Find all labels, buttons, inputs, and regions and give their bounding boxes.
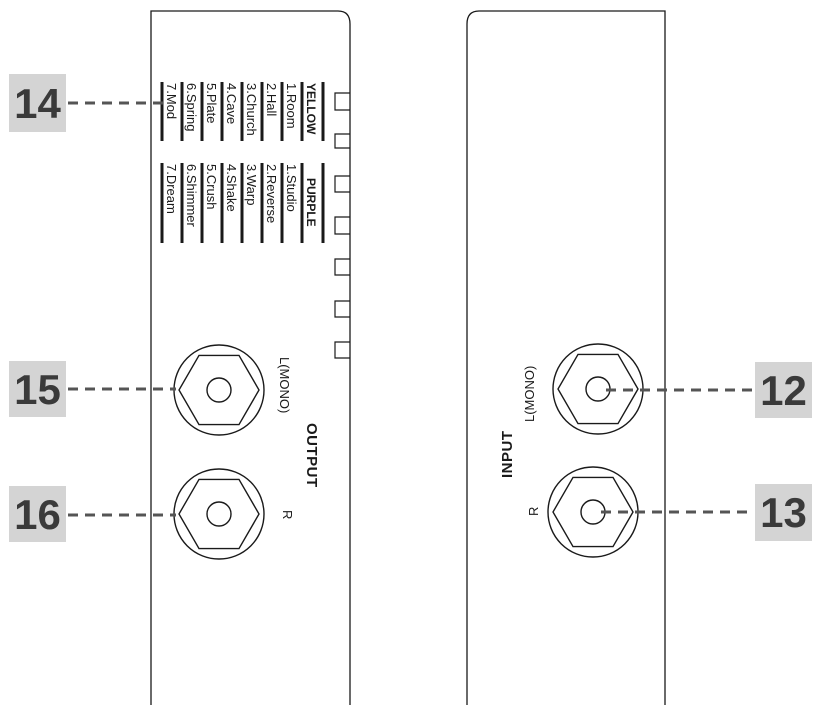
switch-tab-6 [334,300,350,318]
callout-lines [68,101,754,517]
mode-switch-tabs [334,92,350,359]
callout-16: 16 [9,486,66,542]
output-left-jack [173,344,265,436]
purple-rules [160,163,325,243]
purple-mode-7: 7.Dream [164,164,179,214]
callout-16-number: 16 [14,491,61,538]
yellow-mode-1: 1.Room [284,83,299,129]
purple-mode-1: 1.Studio [284,164,299,212]
input-title: INPUT [499,431,516,479]
callout-15-number: 15 [14,366,61,413]
callout-15: 15 [9,361,66,417]
switch-tab-3 [334,175,350,193]
purple-mode-2: 2.Reverse [264,164,279,223]
callout-13: 13 [755,484,812,541]
input-right-label: R [526,507,541,516]
switch-tab-5 [334,258,350,276]
yellow-mode-2: 2.Hall [264,83,279,116]
switch-tab-2 [334,133,350,149]
output-panel-outline [150,10,351,705]
output-left-label: L(MONO) [277,357,292,413]
yellow-mode-7: 7.Mod [164,83,179,119]
switch-tab-7 [334,341,350,359]
yellow-mode-4: 4.Cave [224,83,239,124]
output-panel: YELLOW 1.Room 2.Hall 3.Church 4.Cave 5.P… [150,10,351,705]
switch-tab-4 [334,216,350,235]
callout-14-number: 14 [14,80,61,127]
yellow-mode-6: 6.Spring [184,83,199,131]
callout-14: 14 [9,74,66,132]
callout-13-number: 13 [760,489,807,536]
output-right-label: R [280,510,295,519]
input-left-label: L(MONO) [522,366,537,422]
output-right-jack [173,468,265,560]
purple-mode-list: PURPLE 1.Studio 2.Reverse 3.Warp 4.Shake… [160,163,325,243]
purple-heading: PURPLE [304,178,318,227]
yellow-mode-list: YELLOW 1.Room 2.Hall 3.Church 4.Cave 5.P… [160,82,325,141]
input-panel-outline [466,10,666,705]
yellow-mode-5: 5.Plate [204,83,219,123]
purple-mode-6: 6.Shimmer [184,164,199,228]
input-panel: L(MONO) R INPUT [466,10,666,705]
callout-12-number: 12 [760,367,807,414]
yellow-rules [160,82,325,141]
purple-mode-4: 4.Shake [224,164,239,212]
switch-tab-1 [334,92,350,111]
purple-mode-3: 3.Warp [244,164,259,205]
purple-mode-5: 5.Crush [204,164,219,210]
callout-12: 12 [755,362,812,418]
output-title: OUTPUT [303,423,320,488]
yellow-heading: YELLOW [304,83,318,135]
yellow-mode-3: 3.Church [244,83,259,136]
